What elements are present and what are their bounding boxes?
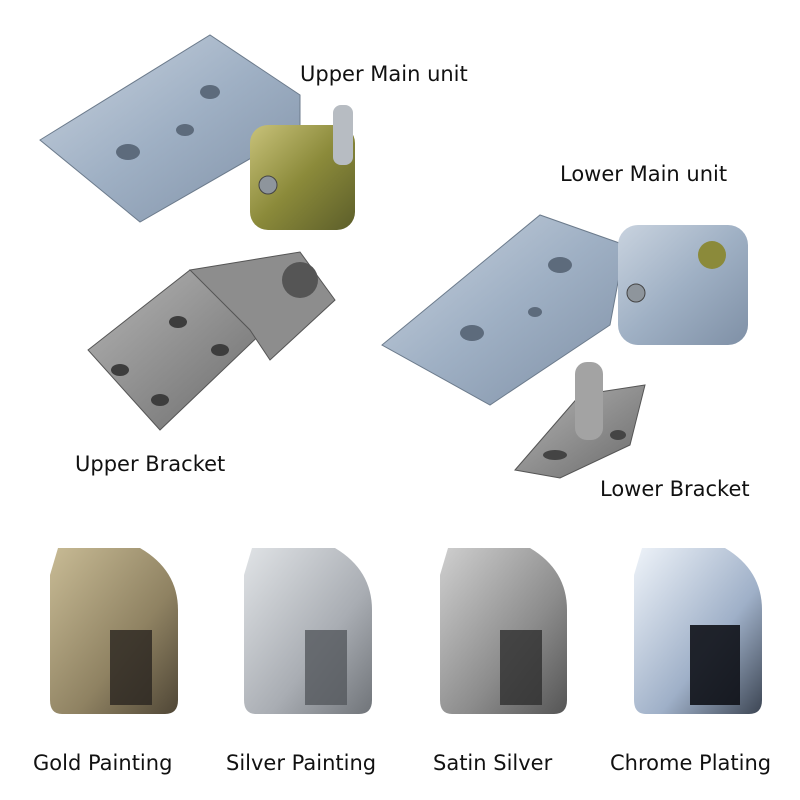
finish-swatch-satin-silver (440, 548, 567, 714)
lower-main-unit-image (381, 214, 748, 406)
upper-main-unit-image (39, 34, 355, 230)
upper-bracket-image (87, 251, 336, 431)
label-lower-main-unit: Lower Main unit (560, 162, 728, 186)
label-lower-bracket: Lower Bracket (600, 477, 750, 501)
finish-label-gold-painting: Gold Painting (33, 751, 173, 775)
finish-swatch-chrome (634, 548, 762, 714)
finish-swatch-gold (50, 548, 178, 714)
finish-label-chrome-plating: Chrome Plating (610, 751, 772, 775)
finish-label-satin-silver: Satin Silver (433, 751, 553, 775)
finish-swatch-silver-painting (244, 548, 372, 714)
finish-label-silver-painting: Silver Painting (226, 751, 377, 775)
label-upper-bracket: Upper Bracket (75, 452, 226, 476)
lower-bracket-image (514, 362, 646, 479)
label-upper-main-unit: Upper Main unit (300, 62, 468, 86)
